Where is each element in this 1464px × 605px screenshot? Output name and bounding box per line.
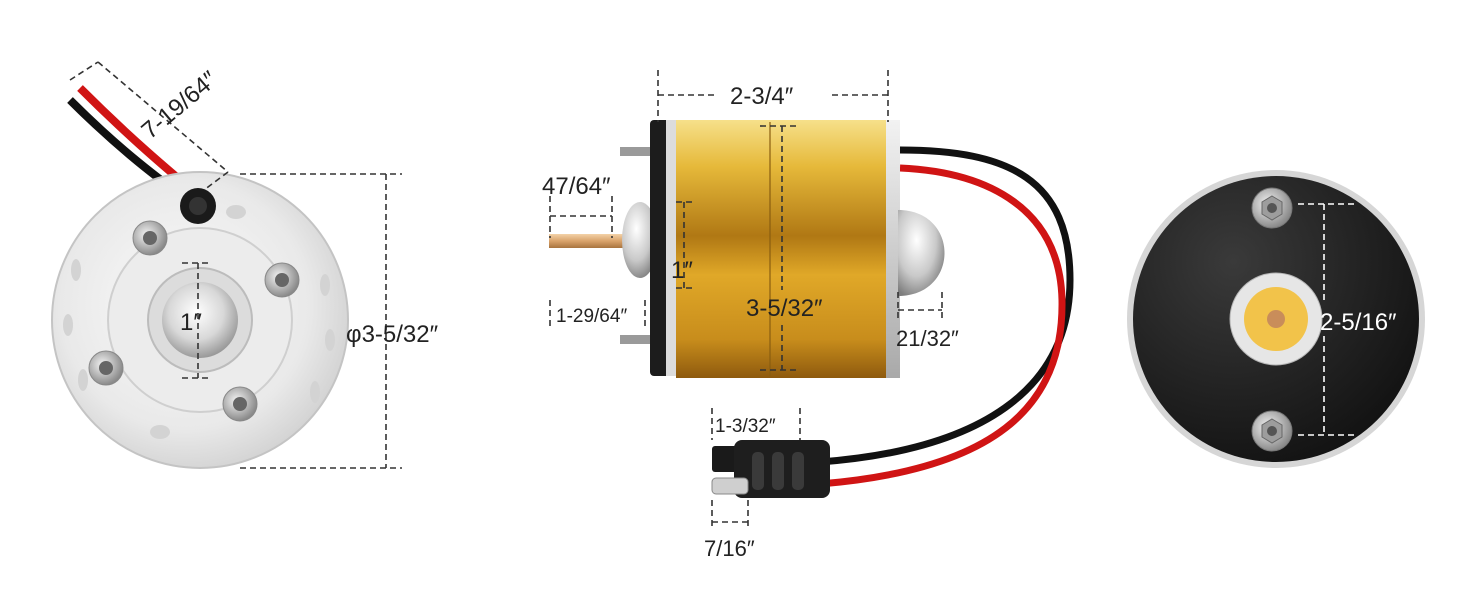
shaft-length-label: 47/64″ [542,173,611,200]
connector-pin [711,477,749,495]
bolt-spacing-label: 1-29/64″ [556,306,627,327]
motor-shaft [549,234,629,248]
rear-cap-length-label: 21/32″ [896,326,959,351]
rear-cap [886,120,900,378]
connector-width-label: 1-3/32″ [715,416,776,437]
rear-dimension-lines [1298,203,1356,436]
front-view: 7-19/64″ 1″ φ3-5/32″ [51,61,439,469]
hub-diameter-label: 1″ [180,309,202,336]
flange-vents [63,205,335,439]
body-length-label: 2-3/4″ [730,83,794,110]
lower-stud [620,335,656,344]
front-mounting-nuts [88,220,300,422]
stud-spacing-label: 2-5/16″ [1320,309,1397,336]
front-dimension-lines [69,61,402,469]
flange-diameter-label: φ3-5/32″ [346,321,439,348]
upper-stud [620,147,656,156]
front-boss [622,202,658,278]
body-diameter-label: 3-5/32″ [746,295,823,322]
wire-length-label: 7-19/64″ [137,66,224,145]
rear-stud-nuts [1251,187,1293,452]
side-red-wire [819,164,1066,488]
boss-diameter-label: 1″ [671,257,693,284]
rear-dome [898,210,945,296]
pin-length-label: 7/16″ [704,536,755,561]
side-dimension-lines [549,70,943,530]
front-hub [162,282,238,358]
side-view: 2-3/4″ 47/64″ 1″ 1-29/64″ 3-5/32″ 21/32″… [542,70,1074,561]
side-black-wire [819,146,1074,466]
connector-latch [712,446,740,472]
rear-view: 2-5/16″ [1127,170,1425,468]
